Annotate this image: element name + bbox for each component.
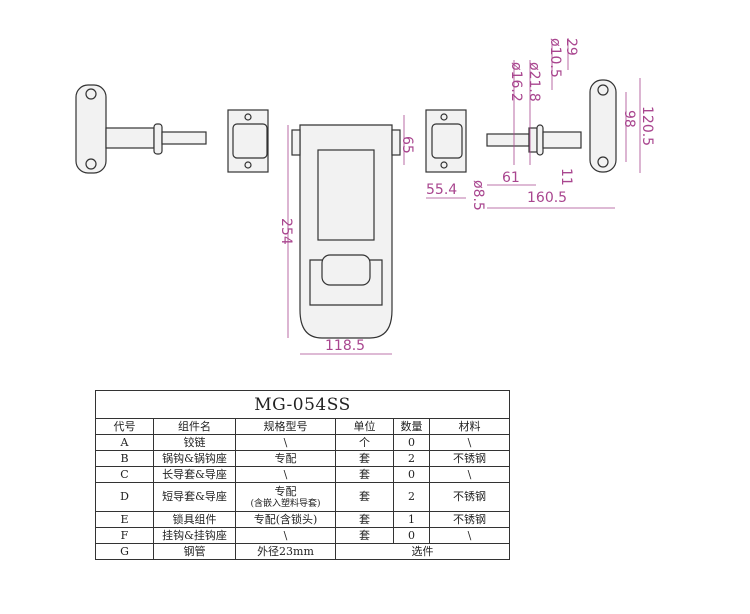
cell-name: 锁具组件 <box>153 511 236 528</box>
dim-11: 11 <box>558 168 574 186</box>
cell-qty: 0 <box>393 527 430 544</box>
cell-qty: 2 <box>393 482 430 512</box>
guide-block-d <box>425 109 467 173</box>
cell-spec: \ <box>235 527 336 544</box>
cell-code: B <box>95 450 154 467</box>
dimension-lines <box>287 38 641 355</box>
cell-spec: 专配 <box>235 450 336 467</box>
table-title: MG-054SS <box>95 390 510 419</box>
cell-code: F <box>95 527 154 544</box>
dim-160-5: 160.5 <box>527 190 567 206</box>
cell-code: G <box>95 543 154 560</box>
cell-unit: 套 <box>335 482 394 512</box>
main-latch <box>291 124 401 339</box>
dim-diameter-10-5: ø10.5 <box>547 38 563 78</box>
technical-drawing: 254 118.5 65 55.4 ø8.5 61 11 160.5 ø16.2… <box>75 38 655 355</box>
cell-name: 长导套&导座 <box>153 466 236 483</box>
cell-spec: 外径23mm <box>235 543 336 560</box>
cell-material: \ <box>429 434 510 451</box>
cell-material: 不锈钢 <box>429 450 510 467</box>
cell-material: \ <box>429 527 510 544</box>
cell-spec: \ <box>235 434 336 451</box>
cell-unit: 套 <box>335 450 394 467</box>
cell-material: \ <box>429 466 510 483</box>
dim-29: 29 <box>563 38 579 56</box>
cell-qty: 0 <box>393 466 430 483</box>
spec-note: (含嵌入塑料导套) <box>250 499 321 509</box>
dim-diameter-21-8: ø21.8 <box>526 62 542 102</box>
cell-code: E <box>95 511 154 528</box>
dim-diameter-16-2: ø16.2 <box>508 62 524 102</box>
guide-block-b <box>227 109 269 173</box>
cell-unit: 套 <box>335 466 394 483</box>
cell-spec: 专配(含嵌入塑料导套) <box>235 482 336 512</box>
header-name: 组件名 <box>153 418 236 435</box>
header-material: 材料 <box>429 418 510 435</box>
right-hook-part <box>486 79 617 173</box>
cell-qty: 1 <box>393 511 430 528</box>
spec-text: 专配 <box>274 485 297 498</box>
header-spec: 规格型号 <box>235 418 336 435</box>
cell-code: D <box>95 482 154 512</box>
dim-55-4: 55.4 <box>426 182 457 198</box>
left-hinge-part <box>75 84 207 174</box>
cell-spec: \ <box>235 466 336 483</box>
header-unit: 单位 <box>335 418 394 435</box>
cell-material: 不锈钢 <box>429 482 510 512</box>
cell-qty: 0 <box>393 434 430 451</box>
dim-120-5: 120.5 <box>639 106 655 146</box>
header-qty: 数量 <box>393 418 430 435</box>
cell-code: A <box>95 434 154 451</box>
dim-65: 65 <box>399 136 415 154</box>
dim-height-254: 254 <box>278 218 294 245</box>
cell-qty: 2 <box>393 450 430 467</box>
cell-name: 短导套&导座 <box>153 482 236 512</box>
cell-name: 挂钩&挂钩座 <box>153 527 236 544</box>
dim-61: 61 <box>502 170 520 186</box>
cell-unit: 套 <box>335 527 394 544</box>
dim-diameter-8-5: ø8.5 <box>470 180 486 211</box>
cell-code: C <box>95 466 154 483</box>
header-code: 代号 <box>95 418 154 435</box>
cell-material: 不锈钢 <box>429 511 510 528</box>
cell-name: 锅钩&锅钩座 <box>153 450 236 467</box>
cell-optional: 选件 <box>335 543 510 560</box>
cell-spec: 专配(含锁头) <box>235 511 336 528</box>
cell-name: 铰链 <box>153 434 236 451</box>
cell-unit: 个 <box>335 434 394 451</box>
cell-name: 钢管 <box>153 543 236 560</box>
dim-width-118-5: 118.5 <box>325 338 365 354</box>
dim-98: 98 <box>621 110 637 128</box>
cell-unit: 套 <box>335 511 394 528</box>
table-header-row: 代号 组件名 规格型号 单位 数量 材料 <box>95 418 510 435</box>
